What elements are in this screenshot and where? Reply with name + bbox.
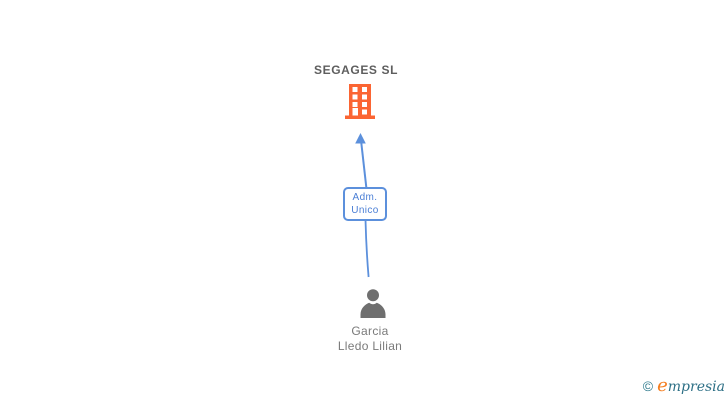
person-icon-svg [360,289,386,318]
person-name-line2: Lledo Lilian [337,339,403,353]
brand-text: mpresia [667,379,725,395]
building-icon-svg [345,84,375,119]
relation-label-line2: Unico [351,205,379,216]
brand-logo[interactable]: © e mpresia [642,375,725,396]
company-name[interactable]: SEGAGES SL [313,63,399,77]
relation-box[interactable]: Adm. Unico [343,187,387,221]
relation-label-line1: Adm. [352,192,378,203]
person-name-line1: Garcia [351,324,389,338]
building-icon[interactable] [345,84,375,119]
brand-initial: e [657,375,668,396]
person-name[interactable]: Garcia Lledo Lilian [300,324,440,354]
copyright-icon: © [642,378,654,394]
person-icon[interactable] [358,288,388,318]
